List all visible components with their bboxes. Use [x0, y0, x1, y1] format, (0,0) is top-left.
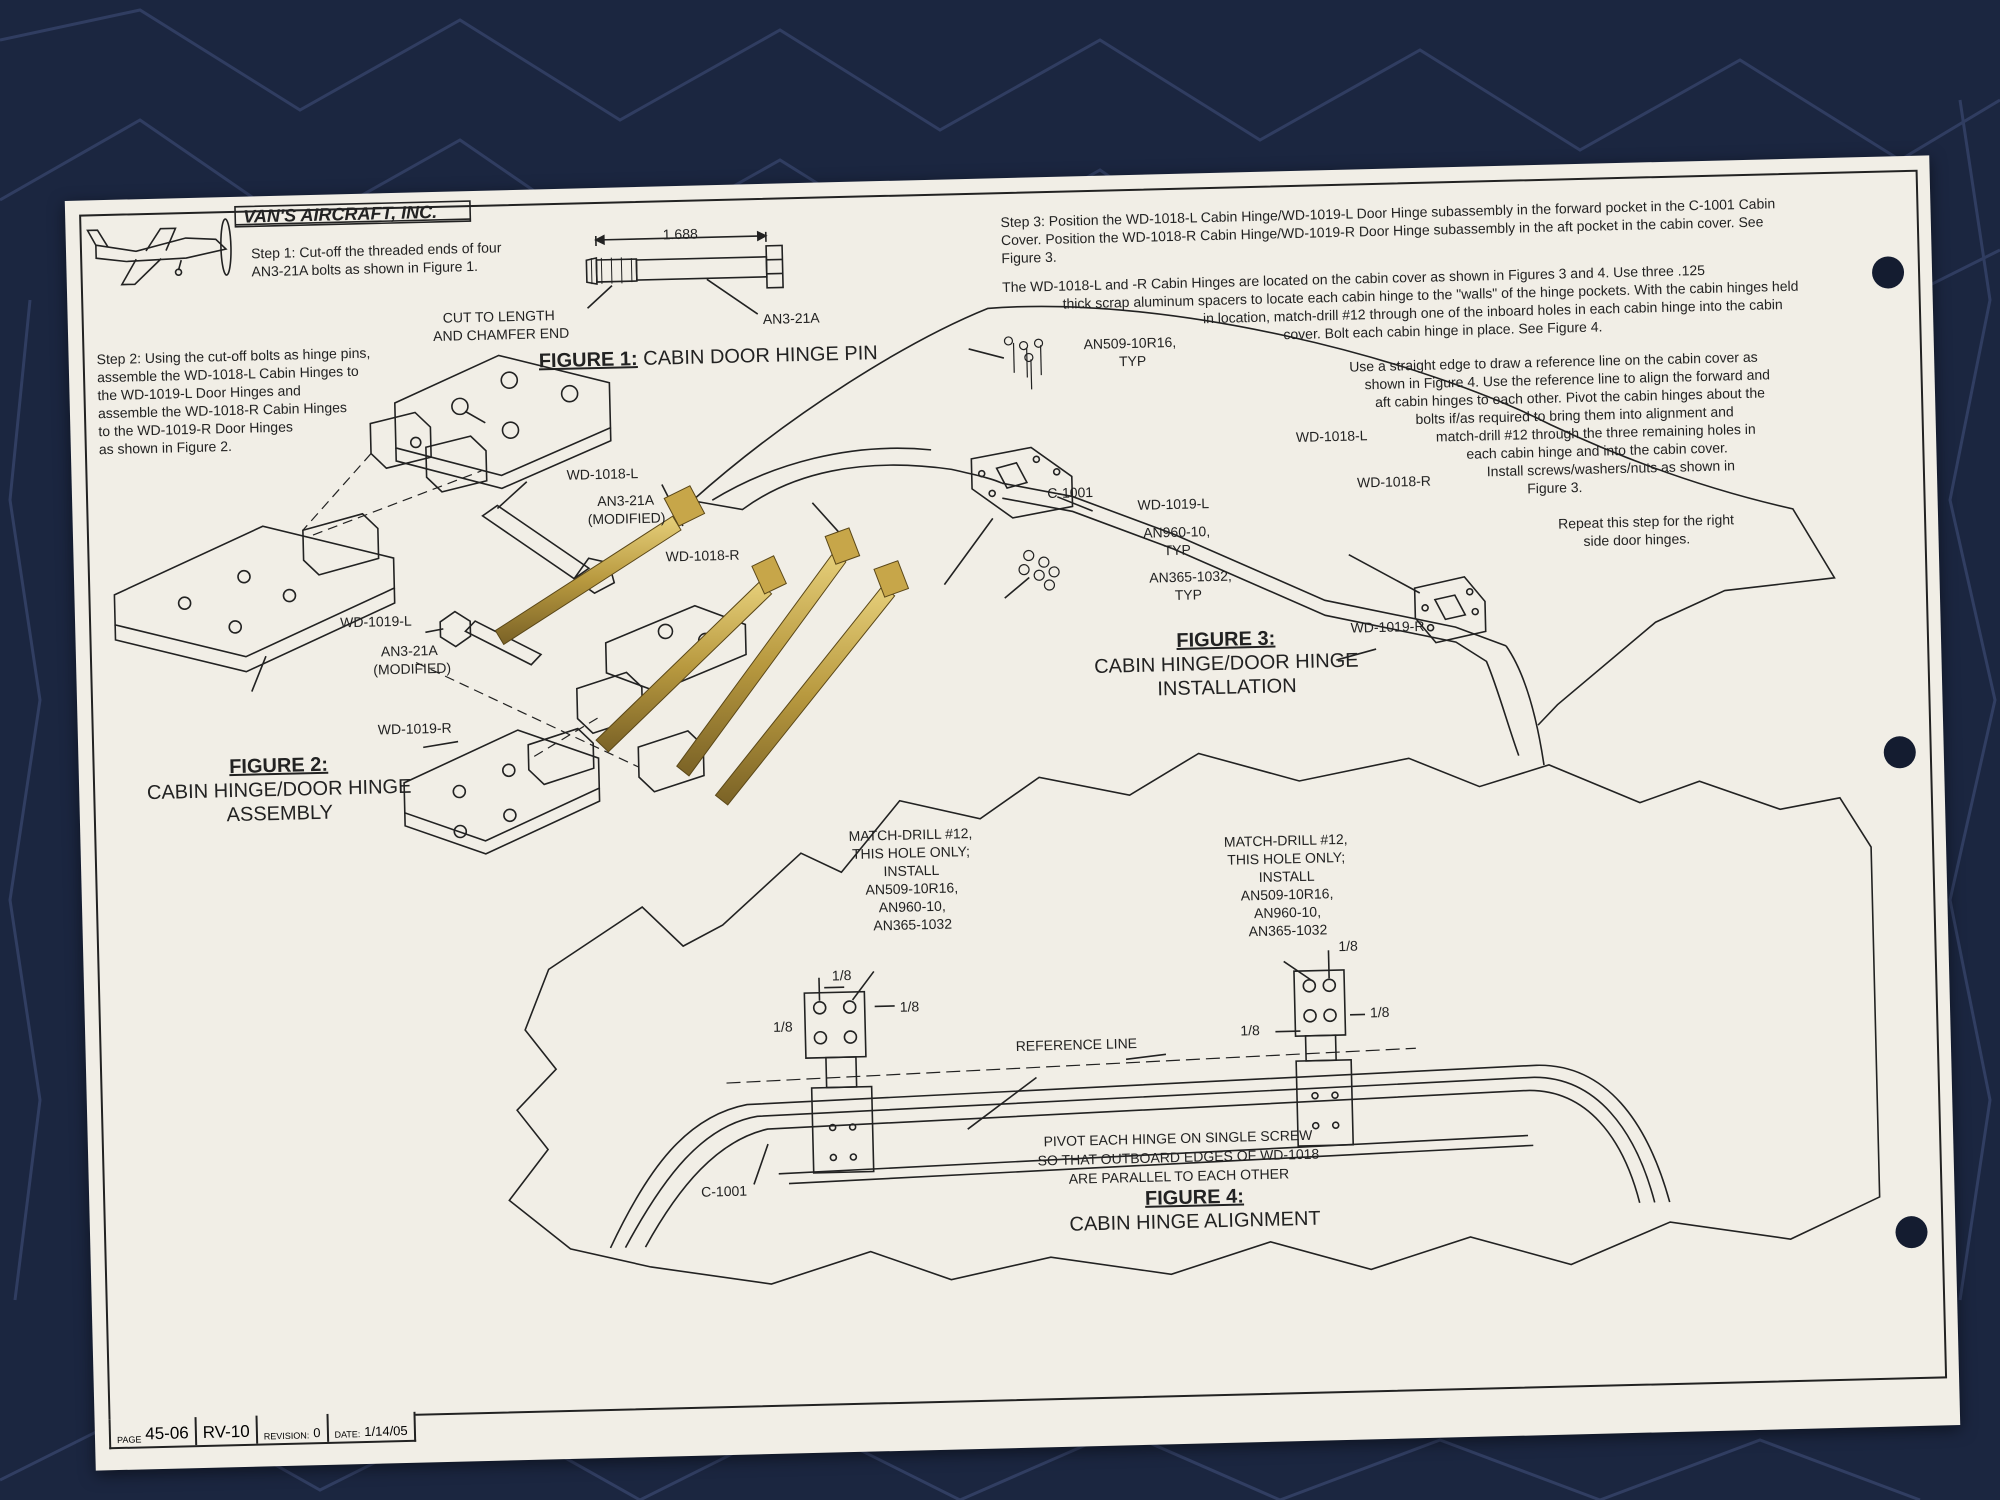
bolt-icon — [595, 555, 787, 753]
date-key: DATE: — [334, 1429, 361, 1440]
figure4-alignment-drawing — [508, 752, 1881, 1285]
figure4-number: FIGURE 4: — [1144, 1185, 1245, 1210]
fig2-label-an3: (MODIFIED) — [373, 659, 452, 678]
model-cell: RV-10 — [196, 1415, 258, 1446]
fig1-cut-label: CUT TO LENGTH — [442, 307, 555, 326]
figure2-text: ASSEMBLY — [226, 801, 334, 827]
figure3-title: FIGURE 3: CABIN HINGE/DOOR HINGE INSTALL… — [1076, 624, 1378, 703]
fig3-label-an509: TYP — [1118, 352, 1147, 370]
step3-line: Figure 3. — [1001, 248, 1057, 267]
fig1-dimension: 1.688 — [662, 225, 698, 243]
fig3-label-an509: AN509-10R16, — [1083, 333, 1177, 353]
fig3-label-wd1018l: WD-1018-L — [1295, 427, 1368, 445]
figure3-text: CABIN HINGE/DOOR HINGE — [1093, 649, 1359, 678]
fig4-spacing-label: 1/8 — [1369, 1003, 1390, 1021]
revision-key: REVISION: — [263, 1430, 310, 1442]
bolt-icon — [714, 560, 910, 806]
fig2-label-wd1018l: WD-1018-L — [566, 465, 639, 483]
fig3-label-an365: AN365-1032, — [1149, 567, 1232, 586]
fig1-bolt-label: AN3-21A — [762, 309, 820, 327]
page-number: 45-06 — [145, 1423, 189, 1444]
figure2-number: FIGURE 2: — [228, 753, 329, 779]
fig4-spacing-label: 1/8 — [831, 966, 852, 984]
fig4-match-left: MATCH-DRILL #12, THIS HOLE ONLY; INSTALL… — [820, 823, 1003, 935]
fig3-label-wd1019l: WD-1019-L — [1137, 495, 1210, 513]
fig2-label-an3: AN3-21A — [380, 641, 438, 660]
fig4-spacing-label: 1/8 — [1240, 1022, 1261, 1039]
fig3-label-c1001: C-1001 — [1046, 483, 1094, 502]
bolt-icon — [676, 527, 861, 777]
page-key: PAGE — [116, 1434, 142, 1446]
fig2-label-wd1018r: WD-1018-R — [665, 546, 740, 565]
figure1-bolt-drawing — [585, 230, 784, 315]
fig2-label-an3: (MODIFIED) — [587, 509, 666, 528]
figure2-exploded-assembly — [113, 354, 747, 855]
figure3-cabin-cover-drawing — [691, 305, 1836, 766]
bolt-icon — [494, 485, 706, 646]
fig4-spacing-label: 1/8 — [1338, 937, 1359, 955]
instruction-sheet: VAN'S AIRCRAFT, INC. Step 1: Cut-off the… — [64, 155, 1961, 1471]
fig4-c1001-label: C-1001 — [700, 1182, 748, 1200]
technical-drawings — [86, 200, 1881, 1285]
fig2-label-wd1019l: WD-1019-L — [339, 612, 412, 631]
loose-bolts-photo-overlay — [494, 485, 910, 806]
fig3-label-an960: TYP — [1163, 541, 1192, 559]
fig2-label-an3: AN3-21A — [597, 491, 655, 510]
model-name: RV-10 — [202, 1421, 250, 1442]
figure4-title: FIGURE 4: CABIN HINGE ALIGNMENT — [1044, 1182, 1345, 1237]
straight-line: Figure 3. — [1527, 478, 1583, 497]
fig1-cut-label: AND CHAMFER END — [432, 324, 570, 345]
figure4-text: CABIN HINGE ALIGNMENT — [1069, 1207, 1321, 1236]
figure1-text: CABIN DOOR HINGE PIN — [642, 342, 878, 370]
date-value: 1/14/05 — [364, 1422, 408, 1440]
repeat-line: side door hinges. — [1583, 530, 1691, 549]
revision-number: 0 — [313, 1425, 321, 1441]
date-cell: DATE:1/14/05 — [328, 1412, 414, 1442]
fig3-label-an365: TYP — [1174, 586, 1203, 603]
fig3-label-an960: AN960-10, — [1142, 523, 1211, 541]
revision-cell: REVISION:0 — [257, 1413, 329, 1444]
airplane-logo-icon — [86, 218, 232, 286]
fig3-label-wd1018r: WD-1018-R — [1356, 472, 1432, 491]
fig4-pivot-note: PIVOT EACH HINGE ON SINGLE SCREW SO THAT… — [1028, 1125, 1329, 1189]
figure3-number: FIGURE 3: — [1176, 627, 1276, 652]
step2-line: as shown in Figure 2. — [98, 437, 233, 458]
fig4-spacing-label: 1/8 — [772, 1018, 793, 1035]
fig4-reference-line-label: REFERENCE LINE — [1015, 1035, 1138, 1054]
fig4-match-right: MATCH-DRILL #12, THIS HOLE ONLY; INSTALL… — [1196, 829, 1379, 941]
figure3-text: INSTALLATION — [1157, 675, 1297, 701]
figure1-number: FIGURE 1: — [538, 348, 638, 373]
figure2-title: FIGURE 2: CABIN HINGE/DOOR HINGE ASSEMBL… — [128, 750, 430, 829]
fig2-label-wd1019r: WD-1019-R — [377, 719, 452, 738]
figure2-text: CABIN HINGE/DOOR HINGE — [146, 775, 412, 805]
fig4-spacing-label: 1/8 — [899, 998, 920, 1015]
